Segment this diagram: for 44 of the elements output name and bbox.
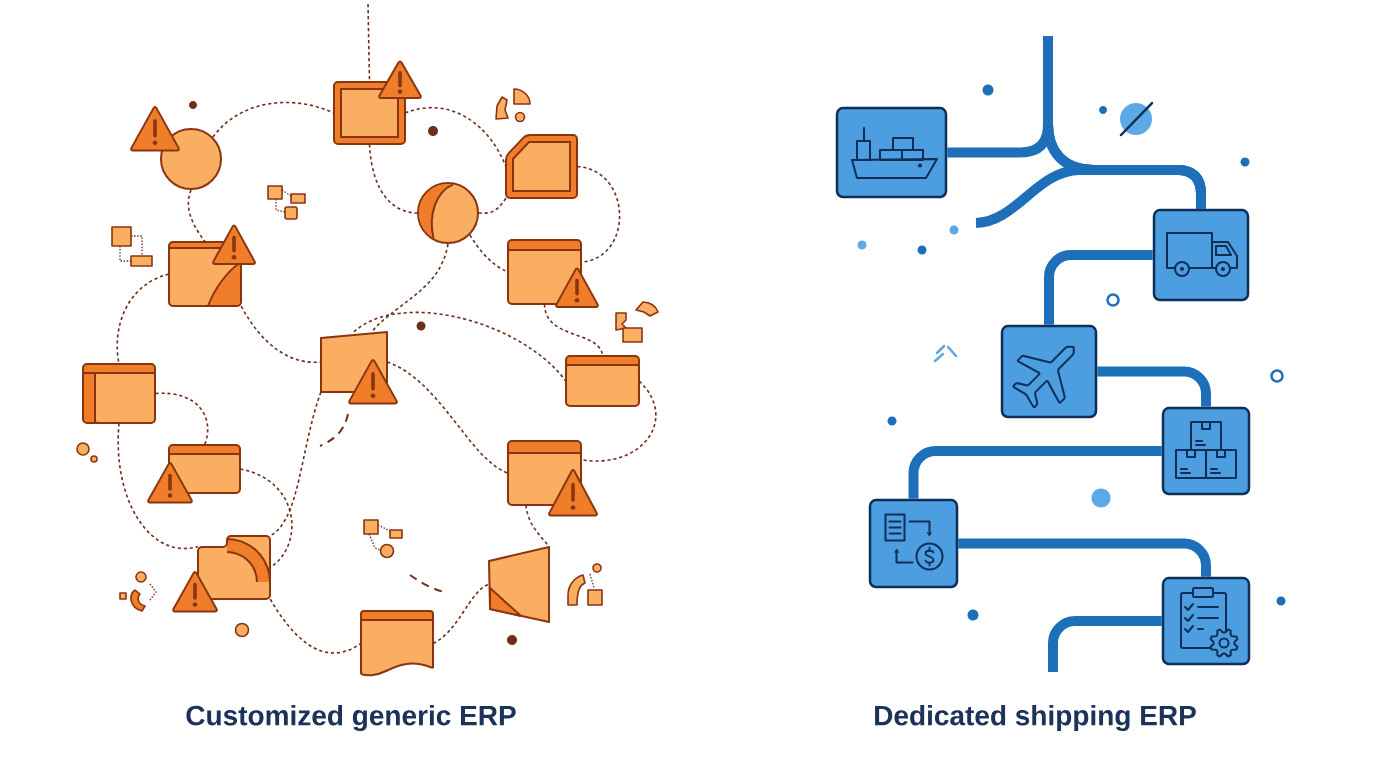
connector-line <box>1097 366 1211 407</box>
dashed-connector <box>580 380 657 462</box>
dashed-connector <box>370 243 449 333</box>
dashed-connector <box>154 392 209 446</box>
window-tile <box>82 363 156 424</box>
document-tile <box>360 610 434 677</box>
framed-tile <box>333 81 406 145</box>
connector-line <box>1044 250 1153 325</box>
connector-line <box>958 538 1211 577</box>
circle-tile <box>160 128 222 190</box>
window-tile <box>168 444 241 494</box>
cut-corner-tile <box>505 134 578 199</box>
dashed-connector <box>525 504 550 548</box>
dashed-connector <box>117 422 199 550</box>
dashed-connector <box>269 391 322 537</box>
dashed-connector <box>469 234 509 273</box>
dashed-connector <box>240 305 322 364</box>
connector-line <box>975 165 1206 228</box>
trapezoid-tile <box>488 546 550 623</box>
dashed-connector <box>478 197 507 214</box>
dashed-connector <box>116 273 170 365</box>
dashed-connector <box>239 468 293 569</box>
icon-tile <box>1161 406 1251 496</box>
dashed-connector <box>368 143 418 214</box>
panel-caption: Dedicated shipping ERP <box>875 704 1196 732</box>
ball-tile <box>417 182 479 244</box>
folder-tile <box>197 535 271 600</box>
dashed-connector <box>576 165 621 263</box>
panel-caption: Customized generic ERP <box>186 704 516 732</box>
icon-tile <box>1000 324 1098 419</box>
dashed-connector <box>432 583 490 645</box>
dashed-connector <box>386 361 509 474</box>
connector-line <box>908 446 1162 499</box>
icon-tile <box>868 498 959 589</box>
window-tile <box>565 355 640 407</box>
dashed-connector <box>543 303 604 357</box>
icon-tile <box>835 106 948 199</box>
dashed-connector <box>212 101 335 138</box>
dashed-connector <box>353 311 567 382</box>
dashed-connector <box>269 598 362 654</box>
dashed-connector <box>187 189 206 243</box>
connector-line <box>1048 616 1162 672</box>
dashed-connector <box>404 107 507 168</box>
icon-tile <box>1152 208 1250 302</box>
